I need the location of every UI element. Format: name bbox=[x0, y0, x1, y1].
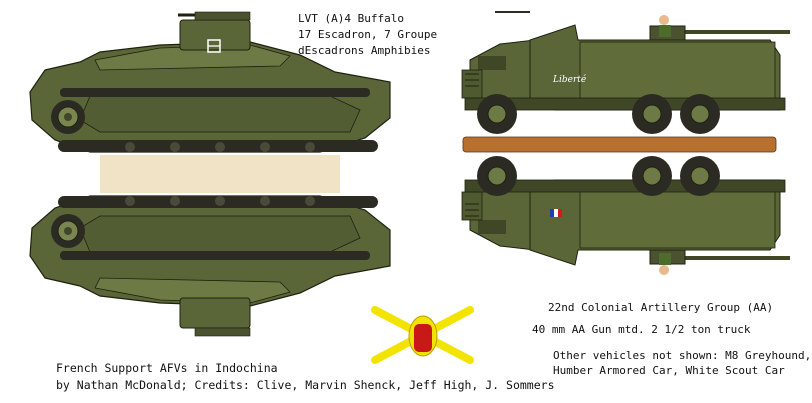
lvt-caption-line2: 17 Escadron, 7 Groupe bbox=[298, 28, 438, 41]
truck-marking: Liberté bbox=[552, 74, 587, 85]
truck-timber-bed bbox=[462, 136, 777, 153]
artillery-insignia-icon bbox=[371, 306, 474, 364]
lvt-deck-band bbox=[100, 155, 340, 193]
lvt-caption-line1: LVT (A)4 Buffalo bbox=[298, 12, 404, 25]
truck-caption-line1: 22nd Colonial Artillery Group (AA) bbox=[548, 301, 774, 314]
truck-side-view: Liberté bbox=[461, 11, 790, 135]
truck-caption-line2: 40 mm AA Gun mtd. 2 1/2 ton truck bbox=[532, 323, 751, 336]
plate-title: French Support AFVs in Indochina bbox=[56, 361, 278, 375]
lvt-caption-line3: dEscadrons Amphibies bbox=[298, 44, 431, 57]
lvt-side-view-mirrored bbox=[29, 195, 391, 337]
other-vehicles-line1: Other vehicles not shown: M8 Greyhound, bbox=[553, 349, 812, 362]
truck-side-view-mirrored bbox=[461, 155, 790, 275]
lvt-side-view bbox=[29, 11, 391, 153]
french-flag-icon bbox=[550, 209, 562, 217]
other-vehicles-line2: Humber Armored Car, White Scout Car bbox=[553, 364, 785, 377]
plate-credits: by Nathan McDonald; Credits: Clive, Marv… bbox=[56, 378, 555, 392]
